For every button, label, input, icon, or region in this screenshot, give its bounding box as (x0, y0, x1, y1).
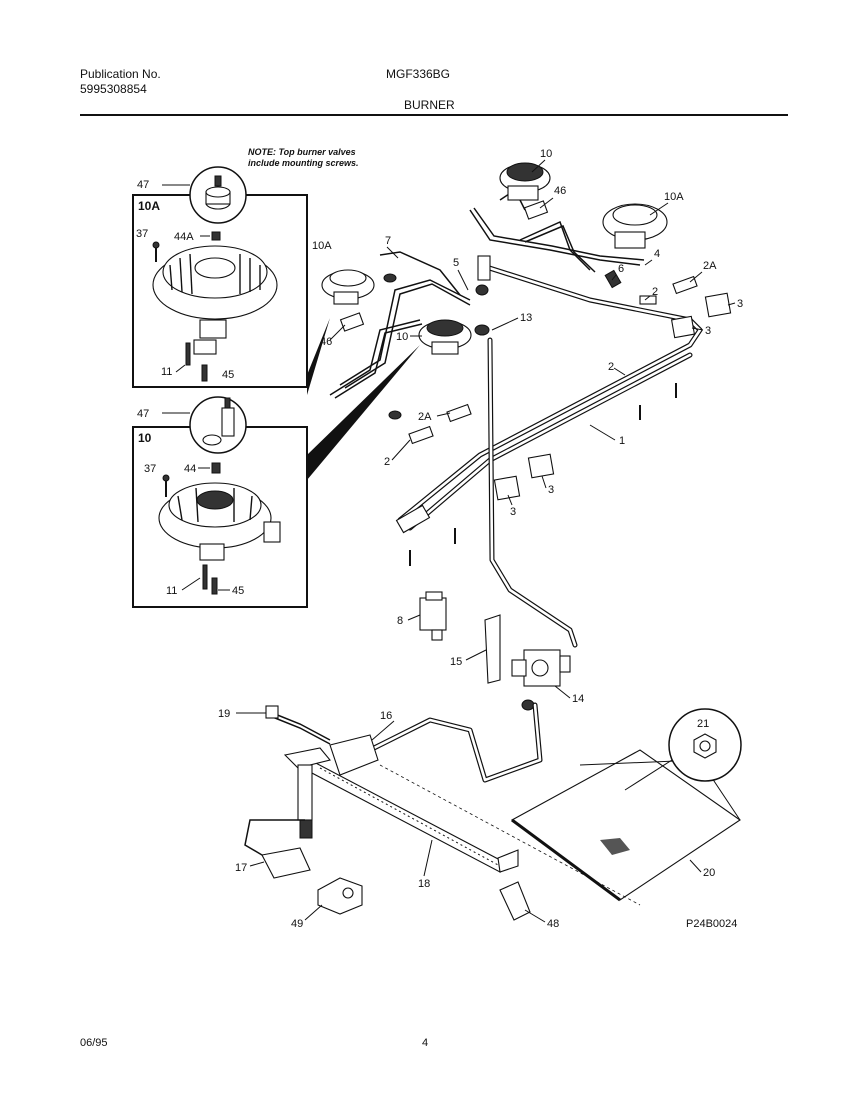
bracket-46-top (523, 200, 549, 220)
model-number: MGF336BG (386, 67, 451, 81)
callout-labels: 10 46 10A 4 6 2A 2 3 3 7 5 10A 13 10 46 … (218, 148, 743, 930)
callout-3-right-1: 3 (737, 298, 743, 310)
callout-44a: 44A (174, 231, 194, 243)
inset-10a-leader (307, 318, 330, 395)
part-15 (484, 614, 501, 684)
callout-46-mid: 46 (320, 336, 332, 348)
baffle-20 (379, 749, 741, 906)
inset-10a-label: 10A (138, 199, 160, 213)
plates-3 (493, 292, 732, 501)
callout-3-mid-2: 3 (548, 484, 554, 496)
callout-11-a: 11 (161, 366, 172, 378)
valve-note: NOTE: Top burner valves include mounting… (248, 147, 359, 168)
callout-10a-top: 10A (664, 191, 684, 203)
callout-1: 1 (619, 435, 625, 447)
callout-16: 16 (380, 710, 392, 722)
part-8 (419, 591, 447, 641)
callout-3-mid-1: 3 (510, 506, 516, 518)
callout-14: 14 (572, 693, 584, 705)
callout-10a-mid: 10A (312, 240, 332, 252)
part-19-connector (265, 705, 279, 719)
callout-5: 5 (453, 257, 459, 269)
detail-circle-47-b (189, 396, 247, 454)
callout-19: 19 (218, 708, 230, 720)
inset-10-label: 10 (138, 431, 152, 445)
callout-2-left: 2 (384, 456, 390, 468)
header-rule (80, 114, 788, 116)
detail-circle-21 (624, 708, 742, 791)
burner-gas-tubes (469, 188, 645, 273)
callout-6: 6 (618, 263, 624, 275)
part-49 (317, 877, 363, 915)
publication-label: Publication No. (80, 67, 161, 81)
footer-date: 06/95 (80, 1037, 108, 1049)
callout-21: 21 (697, 718, 709, 730)
section-title: BURNER (404, 98, 455, 112)
callout-37-b: 37 (144, 463, 156, 475)
burner-10a-mid (321, 269, 375, 305)
figure-code: P24B0024 (686, 918, 737, 930)
page-number: 4 (422, 1037, 429, 1049)
callout-47-b: 47 (137, 408, 149, 420)
burner-10a-top (602, 203, 668, 249)
callout-17: 17 (235, 862, 247, 874)
callout-44: 44 (184, 463, 196, 475)
callout-18: 18 (418, 878, 430, 890)
callout-10-mid: 10 (396, 331, 408, 343)
inset-10: 10 37 44 11 45 (132, 396, 308, 608)
callout-2-mid: 2 (608, 361, 614, 373)
callout-46-top: 46 (554, 185, 566, 197)
callout-13: 13 (520, 312, 532, 324)
callout-11-b: 11 (166, 585, 177, 597)
callout-3-right-2: 3 (705, 325, 711, 337)
callout-49: 49 (291, 918, 303, 930)
callout-47-a: 47 (137, 179, 149, 191)
callout-10-top: 10 (540, 148, 552, 160)
publication-number: 5995308854 (80, 82, 147, 96)
callout-37-a: 37 (136, 228, 148, 240)
part-48 (499, 881, 531, 921)
callout-48: 48 (547, 918, 559, 930)
callout-20: 20 (703, 867, 715, 879)
bracket-46-mid (339, 312, 365, 332)
oven-burner-18 (309, 734, 519, 873)
burner-10-top (499, 162, 551, 201)
callout-45-b: 45 (232, 585, 244, 597)
callout-15: 15 (450, 656, 462, 668)
callout-45-a: 45 (222, 369, 234, 381)
callout-2a-right: 2A (703, 260, 717, 272)
inset-10a: 10A 37 44A 11 45 (132, 166, 308, 388)
part-17 (261, 847, 311, 879)
callout-2a-mid: 2A (418, 411, 432, 423)
inset-10-leader (307, 345, 420, 480)
leader-lines (236, 159, 736, 923)
callout-4: 4 (654, 248, 660, 260)
callout-8: 8 (397, 615, 403, 627)
igniter-assembly (244, 747, 331, 856)
callout-2-right: 2 (652, 286, 658, 298)
part-14 (511, 649, 571, 687)
burner-10-mid (418, 319, 472, 355)
orifices (383, 269, 698, 445)
callout-7: 7 (385, 235, 391, 247)
